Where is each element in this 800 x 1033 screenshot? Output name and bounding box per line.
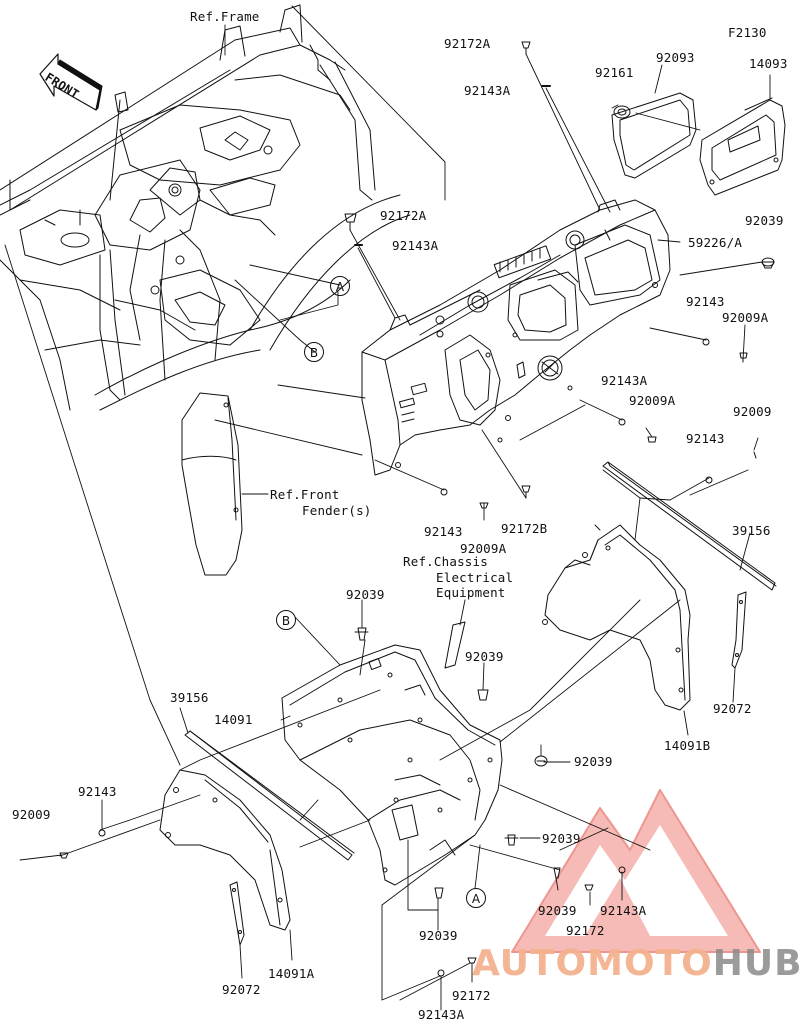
part-92143A-center: 92143A [600,903,647,918]
floor-panel-drawing [281,644,503,886]
part-92009A-right-1: 92009A [722,310,769,325]
part-92143A-right-2: 92143A [601,373,648,388]
callout-a-lower: A [466,888,486,908]
part-92039-center-3: 92039 [574,754,613,769]
part-92009A-right-2: 92009A [629,393,676,408]
part-59226A: 59226/A [688,235,743,250]
part-39156-left: 39156 [170,690,209,705]
part-14093: 14093 [749,56,788,71]
ref-frame-label: Ref.Frame [190,9,260,24]
side-panel-left-drawing [159,769,291,931]
glovebox-lid-drawing [611,92,786,196]
watermark-triangle [511,789,761,953]
part-92143-center: 92143 [424,524,463,539]
part-92039-center-5: 92039 [538,903,577,918]
part-92039-center-2: 92039 [465,649,504,664]
part-92143-right-1: 92143 [686,294,725,309]
part-92143A-bottom: 92143A [418,1007,465,1022]
part-92143A-top: 92143A [464,83,511,98]
ref-chassis-label-3: Equipment [436,585,506,600]
part-14091B: 14091B [664,738,711,753]
part-92039-center-6: 92039 [419,928,458,943]
trim-strip-right-drawing [731,591,747,669]
ref-front-fender-label-2: Fender(s) [302,503,372,518]
part-39156-right: 39156 [732,523,771,538]
callout-b-upper: B [304,342,324,362]
part-92172A-mid: 92172A [380,208,427,223]
ref-front-fender-label-1: Ref.Front [270,487,340,502]
watermark-part-1: AUTOMOTO [472,943,713,984]
part-92161: 92161 [595,65,634,80]
part-92039-center-4: 92039 [542,831,581,846]
part-92172-bottom: 92172 [452,988,491,1003]
part-92072-right: 92072 [713,701,752,716]
seal-strip-left-drawing [184,730,355,861]
ref-chassis-label-2: Electrical [436,570,514,585]
callout-a-upper: A [330,276,350,296]
trim-strip-left-drawing [229,881,245,946]
dashboard-drawing [361,199,671,476]
leader-lines [4,5,771,1011]
side-panel-right-drawing [542,524,691,711]
part-92143A-mid: 92143A [392,238,439,253]
watermark-part-2: HUB [712,943,800,984]
watermark-logo: AUTOMOTOHUB [472,944,800,984]
part-92093: 92093 [656,50,695,65]
part-14091: 14091 [214,712,253,727]
ref-chassis-label-1: Ref.Chassis [403,554,488,569]
part-92039-right: 92039 [745,213,784,228]
part-92143-left: 92143 [78,784,117,799]
part-14091A: 14091A [268,966,315,981]
front-fender-drawing [181,392,243,576]
part-92072-left: 92072 [222,982,261,997]
part-92172B: 92172B [501,521,548,536]
frame-drawing [0,4,411,411]
part-92172A-top: 92172A [444,36,491,51]
part-92172-center: 92172 [566,923,605,938]
callout-b-lower: B [276,610,296,630]
part-92009A-center: 92009A [460,541,507,556]
seal-strip-right-drawing [602,461,777,591]
fasteners-drawing [59,41,775,977]
front-arrow-icon [39,53,103,111]
part-92143-right-3: 92143 [686,431,725,446]
part-92009-right: 92009 [733,404,772,419]
figure-code: F2130 [728,25,767,40]
part-92009-left: 92009 [12,807,51,822]
part-92039-center-1: 92039 [346,587,385,602]
